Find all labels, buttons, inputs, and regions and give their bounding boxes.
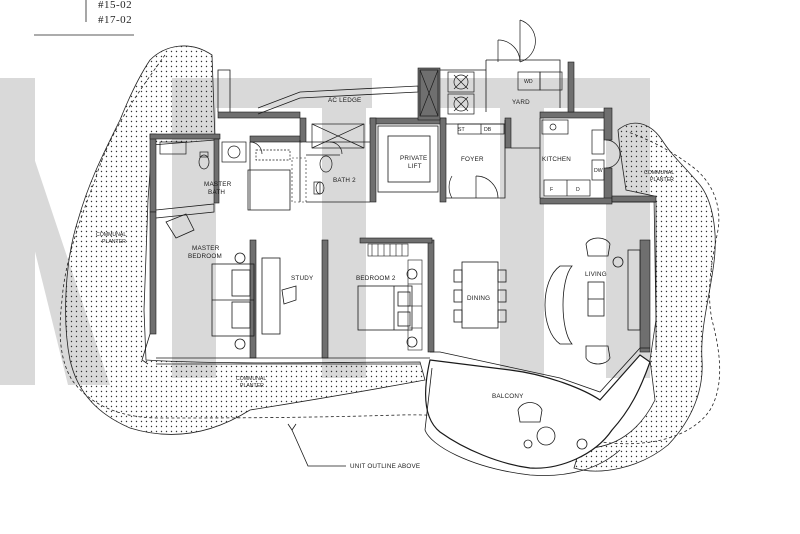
label-private-lift-1: PRIVATE [400,155,427,162]
unit-outline-leader [287,423,346,467]
private-lift-box [377,125,439,193]
walls [149,61,657,359]
unit-number-1: #15-02 [98,0,133,11]
unit-outline-dashed [59,54,721,445]
master-bedroom-furniture [165,213,297,350]
label-bedroom2: BEDROOM 2 [356,275,396,282]
dining-furniture [453,261,507,329]
label-planter-right-2: PLANTER [650,177,674,183]
wardrobes [291,157,423,351]
label-master-bath-2: BATH [208,189,225,196]
label-private-lift-2: LIFT [408,163,422,170]
balcony-furniture [517,402,588,450]
tag-dw: DW [594,168,603,174]
label-unit-outline-above: UNIT OUTLINE ABOVE [350,463,420,470]
tag-d: D [576,187,580,193]
label-foyer: FOYER [461,156,484,163]
label-planter-left-1: COMMUNAL [96,232,126,238]
label-master-bath-1: MASTER [204,181,232,188]
ac-units [419,69,475,117]
label-study: STUDY [291,275,314,282]
label-master-bedroom-2: BEDROOM [188,253,222,260]
bath2-fixtures [311,123,365,195]
tag-st: ST [458,127,465,133]
header-rules [34,0,134,36]
tag-wd: WD [524,79,533,85]
label-master-bedroom-1: MASTER [192,245,220,252]
label-planter-bottom-1: COMMUNAL [236,376,266,382]
label-planter-left-2: PLANTER [102,239,126,245]
tag-f: F [550,187,553,193]
label-bath2: BATH 2 [333,177,356,184]
label-dining: DINING [467,295,490,302]
label-kitchen: KITCHEN [542,156,571,163]
unit-number-2: #17-02 [98,14,133,26]
tag-db: DB [484,127,492,133]
label-ac-ledge: AC LEDGE [328,97,361,104]
label-living: LIVING [585,271,607,278]
label-yard: YARD [512,99,530,106]
label-balcony: BALCONY [492,393,524,400]
label-planter-bottom-2: PLANTER [240,383,264,389]
interior-lines [141,59,657,393]
living-furniture [544,237,641,365]
balcony-area [424,354,651,476]
communal-planter-right [573,122,716,472]
door-swings [249,19,621,199]
yard-fixtures [517,71,563,91]
label-planter-right-1: COMMUNAL [644,170,674,176]
kitchen-counters [457,119,605,197]
master-bath-fixtures [159,141,291,170]
bedroom2-furniture [357,268,418,348]
